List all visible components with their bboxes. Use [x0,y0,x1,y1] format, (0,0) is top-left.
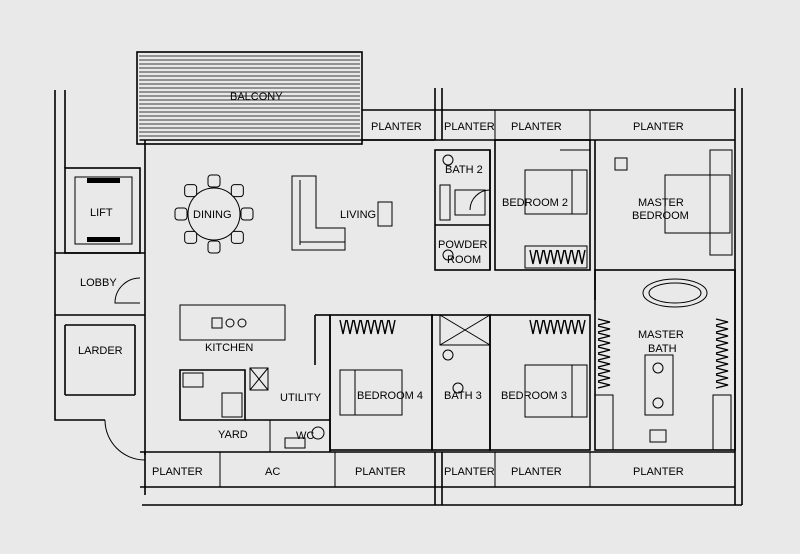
bath3-block [431,314,491,451]
label-powder-room-2: ROOM [447,254,481,266]
planter-top-4: PLANTER [633,121,684,133]
label-master-bedroom-1: MASTER [638,197,684,209]
label-balcony: BALCONY [230,91,283,103]
ac-bottom: AC [265,466,280,478]
planter-dividers [219,110,591,487]
bedroom2-block [494,139,591,271]
planter-bottom-2: PLANTER [355,466,406,478]
label-master-bedroom-2: BEDROOM [632,210,689,222]
planter-top-2: PLANTER [444,121,495,133]
label-wc: WC [296,430,314,442]
planter-bottom-5: PLANTER [633,466,684,478]
label-bath2: BATH 2 [445,164,483,176]
planter-top-3: PLANTER [511,121,562,133]
lift-lobby-larder [55,167,146,461]
label-master-bath-2: BATH [648,343,677,355]
planter-top-1: PLANTER [371,121,422,133]
bedroom3-block [489,314,591,451]
bedroom4-block [329,314,433,451]
label-living: LIVING [340,209,376,221]
label-powder-room-1: POWDER [438,239,488,251]
outer-walls [54,88,743,506]
bath2-powder [434,149,491,271]
kitchen-island [179,304,286,341]
living-sofa [291,175,393,251]
label-yard: YARD [218,429,248,441]
label-master-bath-1: MASTER [638,329,684,341]
label-bath3: BATH 3 [444,390,482,402]
label-bedroom4: BEDROOM 4 [357,390,423,402]
label-utility: UTILITY [280,392,322,404]
label-lift: LIFT [90,207,113,219]
label-bedroom2: BEDROOM 2 [502,197,568,209]
room-labels: BALCONY LIFT LOBBY LARDER DINING LIVING … [78,91,689,478]
label-lobby: LOBBY [80,277,117,289]
planter-bottom-3: PLANTER [444,466,495,478]
label-dining: DINING [193,209,232,221]
label-kitchen: KITCHEN [205,342,253,354]
planter-bottom-1: PLANTER [152,466,203,478]
master-bath-block [594,269,736,451]
label-bedroom3: BEDROOM 3 [501,390,567,402]
label-larder: LARDER [78,345,123,357]
planter-bottom-4: PLANTER [511,466,562,478]
dining-table [174,174,254,254]
